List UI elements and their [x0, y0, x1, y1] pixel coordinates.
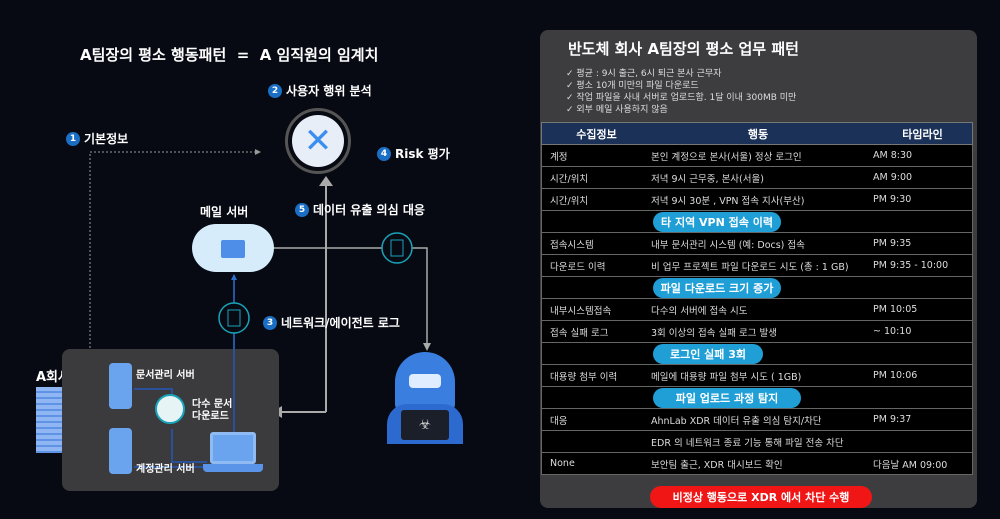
cell-info: 접속시스템: [550, 239, 594, 251]
cell-action: 비 업무 프로젝트 파일 다운로드 시도 (총 : 1 GB): [651, 261, 849, 273]
cell-time: PM 9:37: [873, 414, 912, 425]
bullet-item: ✓ 평소 10개 미만의 파일 다운로드: [566, 81, 699, 91]
conclusion-badge: 비정상 행동으로 XDR 에서 차단 수행: [650, 486, 872, 508]
cell-action: 3회 이상의 접속 실패 로그 발생: [651, 327, 778, 339]
highlight-row: 파일 업로드 과정 탐지: [541, 387, 973, 409]
timeline-table: 수집정보 행동 타임라인 계정 본인 계정으로 본사(서울) 정상 로그인 AM 8…: [541, 122, 973, 475]
cell-action: 본인 계정으로 본사(서울) 정상 로그인: [651, 151, 802, 163]
highlight-row: 타 지역 VPN 접속 이력: [541, 211, 973, 233]
highlight-pill: 파일 다운로드 크기 증가: [653, 278, 781, 298]
cell-action: 메일에 대용량 파일 첨부 시도 ( 1GB): [651, 371, 802, 383]
highlight-row: 파일 다운로드 크기 증가: [541, 277, 973, 299]
bullet-item: ✓ 평균 : 9시 출근, 6시 퇴근 본사 근무자: [566, 69, 722, 79]
file-transfer-icon: [381, 232, 413, 264]
cell-info: 다운로드 이력: [550, 261, 606, 273]
cell-info: 접속 실패 로그: [550, 327, 609, 339]
cell-action: 다수의 서버에 접속 시도: [651, 305, 748, 317]
laptop-icon: [210, 432, 256, 464]
table-row: 대응 AhnLab XDR 데이터 유출 의심 탐지/차단 PM 9:37: [541, 409, 973, 431]
cell-info: 대응: [550, 415, 568, 427]
cell-time: PM 9:30: [873, 194, 912, 205]
pattern-bullets: ✓ 평균 : 9시 출근, 6시 퇴근 본사 근무자 ✓ 평소 10개 미만의 …: [566, 68, 796, 116]
multi-doc-download-label: 다수 문서 다운로드: [192, 399, 233, 422]
cell-time: 다음날 AM 09:00: [873, 459, 948, 471]
table-row: 시간/위치 저녁 9시 근무중, 본사(서울) AM 9:00: [541, 167, 973, 189]
document-server-icon: [109, 363, 132, 409]
table-row: 접속 실패 로그 3회 이상의 접속 실패 로그 발생 ~ 10:10: [541, 321, 973, 343]
account-server-label: 계정관리 서버: [136, 464, 195, 475]
cell-info: None: [550, 458, 575, 469]
highlight-pill: 파일 업로드 과정 탐지: [653, 388, 801, 408]
panel-title: 반도체 회사 A팀장의 평소 업무 패턴: [568, 40, 799, 58]
cell-info: 대용량 첨부 이력: [550, 371, 618, 383]
cell-action: EDR 의 네트워크 종료 기능 통해 파일 전송 차단: [651, 437, 844, 449]
cell-info: 시간/위치: [550, 173, 589, 185]
document-download-icon: [155, 394, 185, 424]
header-action: 행동: [747, 127, 769, 141]
table-row: None 보안팀 출근, XDR 대시보드 확인 다음날 AM 09:00: [541, 453, 973, 475]
highlight-pill: 타 지역 VPN 접속 이력: [653, 212, 781, 232]
diagram-title: A팀장의 평소 행동패턴 = A 임직원의 임계치: [80, 46, 379, 64]
cell-action: 저녁 9시 30분 , VPN 접속 지사(부산): [651, 195, 805, 207]
company-label: A회사: [36, 370, 70, 385]
cell-action: 내부 문서관리 시스템 (예: Docs) 접속: [651, 239, 805, 251]
table-row: 계정 본인 계정으로 본사(서울) 정상 로그인 AM 8:30: [541, 145, 973, 167]
mail-leak-line: [270, 247, 428, 345]
cell-time: ~ 10:10: [873, 326, 912, 337]
cell-action: 보안팀 출근, XDR 대시보드 확인: [651, 459, 783, 471]
table-row: 다운로드 이력 비 업무 프로젝트 파일 다운로드 시도 (총 : 1 GB) PM…: [541, 255, 973, 277]
table-row: 대용량 첨부 이력 메일에 대용량 파일 첨부 시도 ( 1GB) PM 10:06: [541, 365, 973, 387]
hacker-icon: ☣: [387, 352, 463, 444]
cell-info: 내부시스템접속: [550, 305, 612, 317]
cell-time: AM 8:30: [873, 150, 913, 161]
log-file-icon: [218, 302, 250, 334]
table-row: EDR 의 네트워크 종료 기능 통해 파일 전송 차단: [541, 431, 973, 453]
xdr-logo-icon: ✕: [285, 108, 351, 174]
document-server-label: 문서관리 서버: [136, 370, 195, 381]
highlight-pill: 로그인 실패 3회: [653, 344, 763, 364]
mail-server-cloud-icon: [192, 224, 274, 272]
cell-time: PM 9:35: [873, 238, 912, 249]
header-timeline: 타임라인: [902, 127, 943, 141]
cell-time: AM 9:00: [873, 172, 913, 183]
highlight-row: 로그인 실패 3회: [541, 343, 973, 365]
account-server-icon: [109, 428, 132, 474]
header-collected-info: 수집정보: [576, 127, 617, 141]
cell-action: 저녁 9시 근무중, 본사(서울): [651, 173, 764, 185]
cell-time: PM 10:05: [873, 304, 918, 315]
table-header: 수집정보 행동 타임라인: [541, 122, 973, 145]
mail-server-label: 메일 서버: [200, 205, 249, 219]
table-row: 시간/위치 저녁 9시 30분 , VPN 접속 지사(부산) PM 9:30: [541, 189, 973, 211]
cell-time: PM 10:06: [873, 370, 918, 381]
cell-action: AhnLab XDR 데이터 유출 의심 탐지/차단: [651, 415, 822, 427]
table-row: 접속시스템 내부 문서관리 시스템 (예: Docs) 접속 PM 9:35: [541, 233, 973, 255]
cell-time: PM 9:35 - 10:00: [873, 260, 949, 271]
cell-info: 시간/위치: [550, 195, 589, 207]
cell-info: 계정: [550, 151, 568, 163]
bullet-item: ✓ 외부 메일 사용하지 않음: [566, 105, 668, 115]
table-row: 내부시스템접속 다수의 서버에 접속 시도 PM 10:05: [541, 299, 973, 321]
bullet-item: ✓ 작업 파일을 사내 서버로 업로드함. 1달 이내 300MB 미만: [566, 93, 797, 103]
